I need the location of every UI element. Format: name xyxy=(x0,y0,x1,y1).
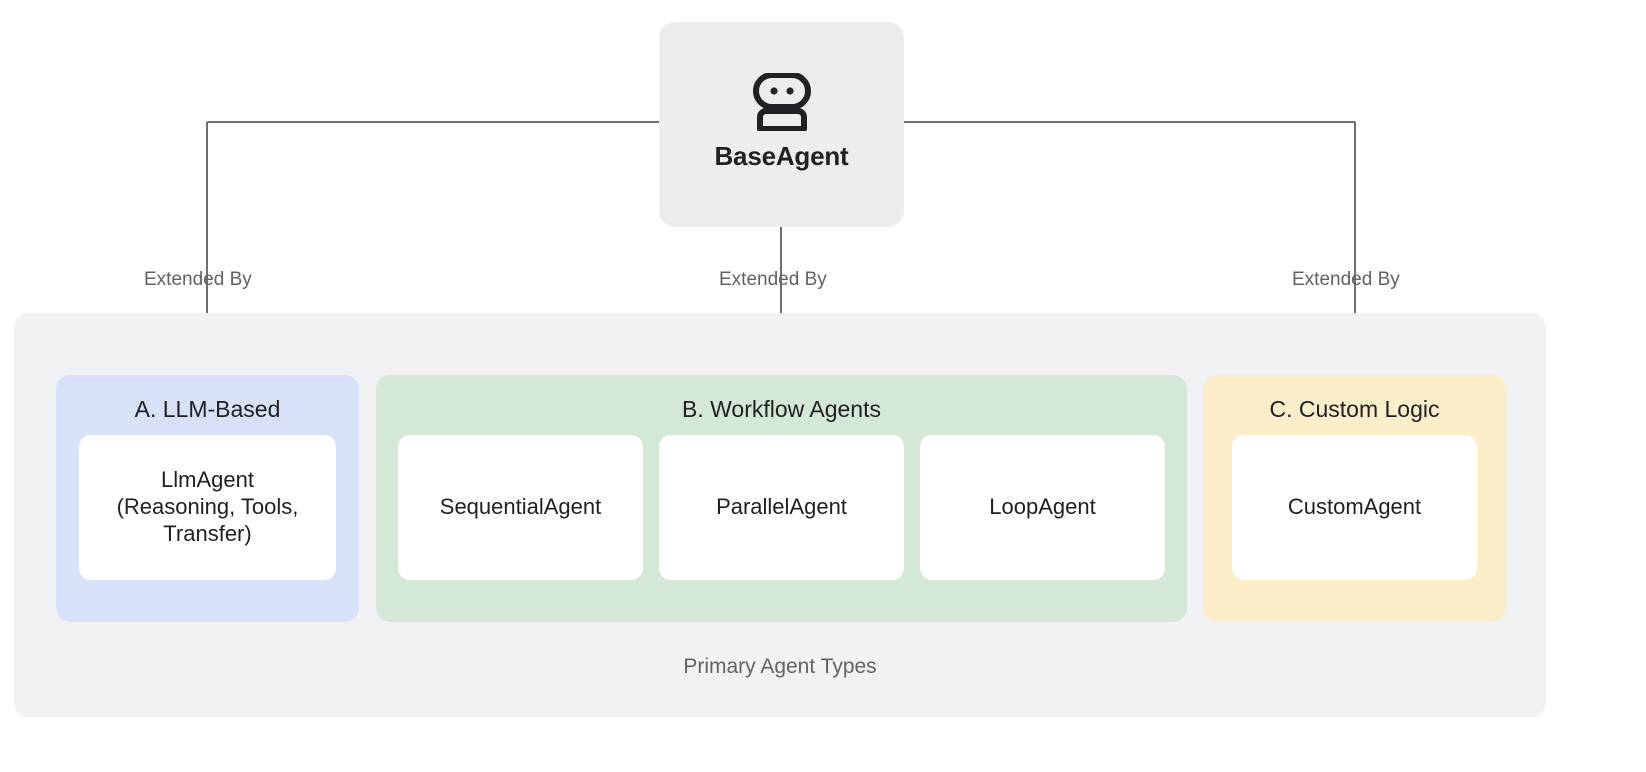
panel-custom-logic[interactable]: C. Custom Logic CustomAgent xyxy=(1203,375,1506,622)
panel-custom-logic-title: C. Custom Logic xyxy=(1269,396,1440,422)
base-agent-title: BaseAgent xyxy=(714,140,849,171)
panel-llm-based[interactable]: A. LLM-Based LlmAgent(Reasoning, Tools,T… xyxy=(56,375,359,622)
panel-workflow-agents-title: B. Workflow Agents xyxy=(682,396,881,422)
agent-card-sequential-agent[interactable]: SequentialAgent xyxy=(398,435,643,580)
panel-llm-based-cards: LlmAgent(Reasoning, Tools,Transfer) xyxy=(79,435,336,580)
primary-agent-types-caption: Primary Agent Types xyxy=(683,655,877,678)
edge-label-extended-by-right: Extended By xyxy=(1292,269,1400,290)
panel-workflow-agents-cards: SequentialAgent ParallelAgent LoopAgent xyxy=(398,435,1165,580)
panel-workflow-agents[interactable]: B. Workflow Agents SequentialAgent Paral… xyxy=(376,375,1187,622)
panel-custom-logic-cards: CustomAgent xyxy=(1232,435,1477,580)
panel-llm-based-title: A. LLM-Based xyxy=(134,396,281,422)
agent-card-llm-agent[interactable]: LlmAgent(Reasoning, Tools,Transfer) xyxy=(79,435,336,580)
robot-icon xyxy=(752,72,811,131)
agent-card-custom-agent[interactable]: CustomAgent xyxy=(1232,435,1477,580)
edge-label-extended-by-left: Extended By xyxy=(144,269,252,290)
agent-card-parallel-agent[interactable]: ParallelAgent xyxy=(659,435,904,580)
edge-label-extended-by-center: Extended By xyxy=(719,269,827,290)
agent-card-loop-agent[interactable]: LoopAgent xyxy=(920,435,1165,580)
base-agent-node[interactable]: BaseAgent xyxy=(659,22,904,227)
